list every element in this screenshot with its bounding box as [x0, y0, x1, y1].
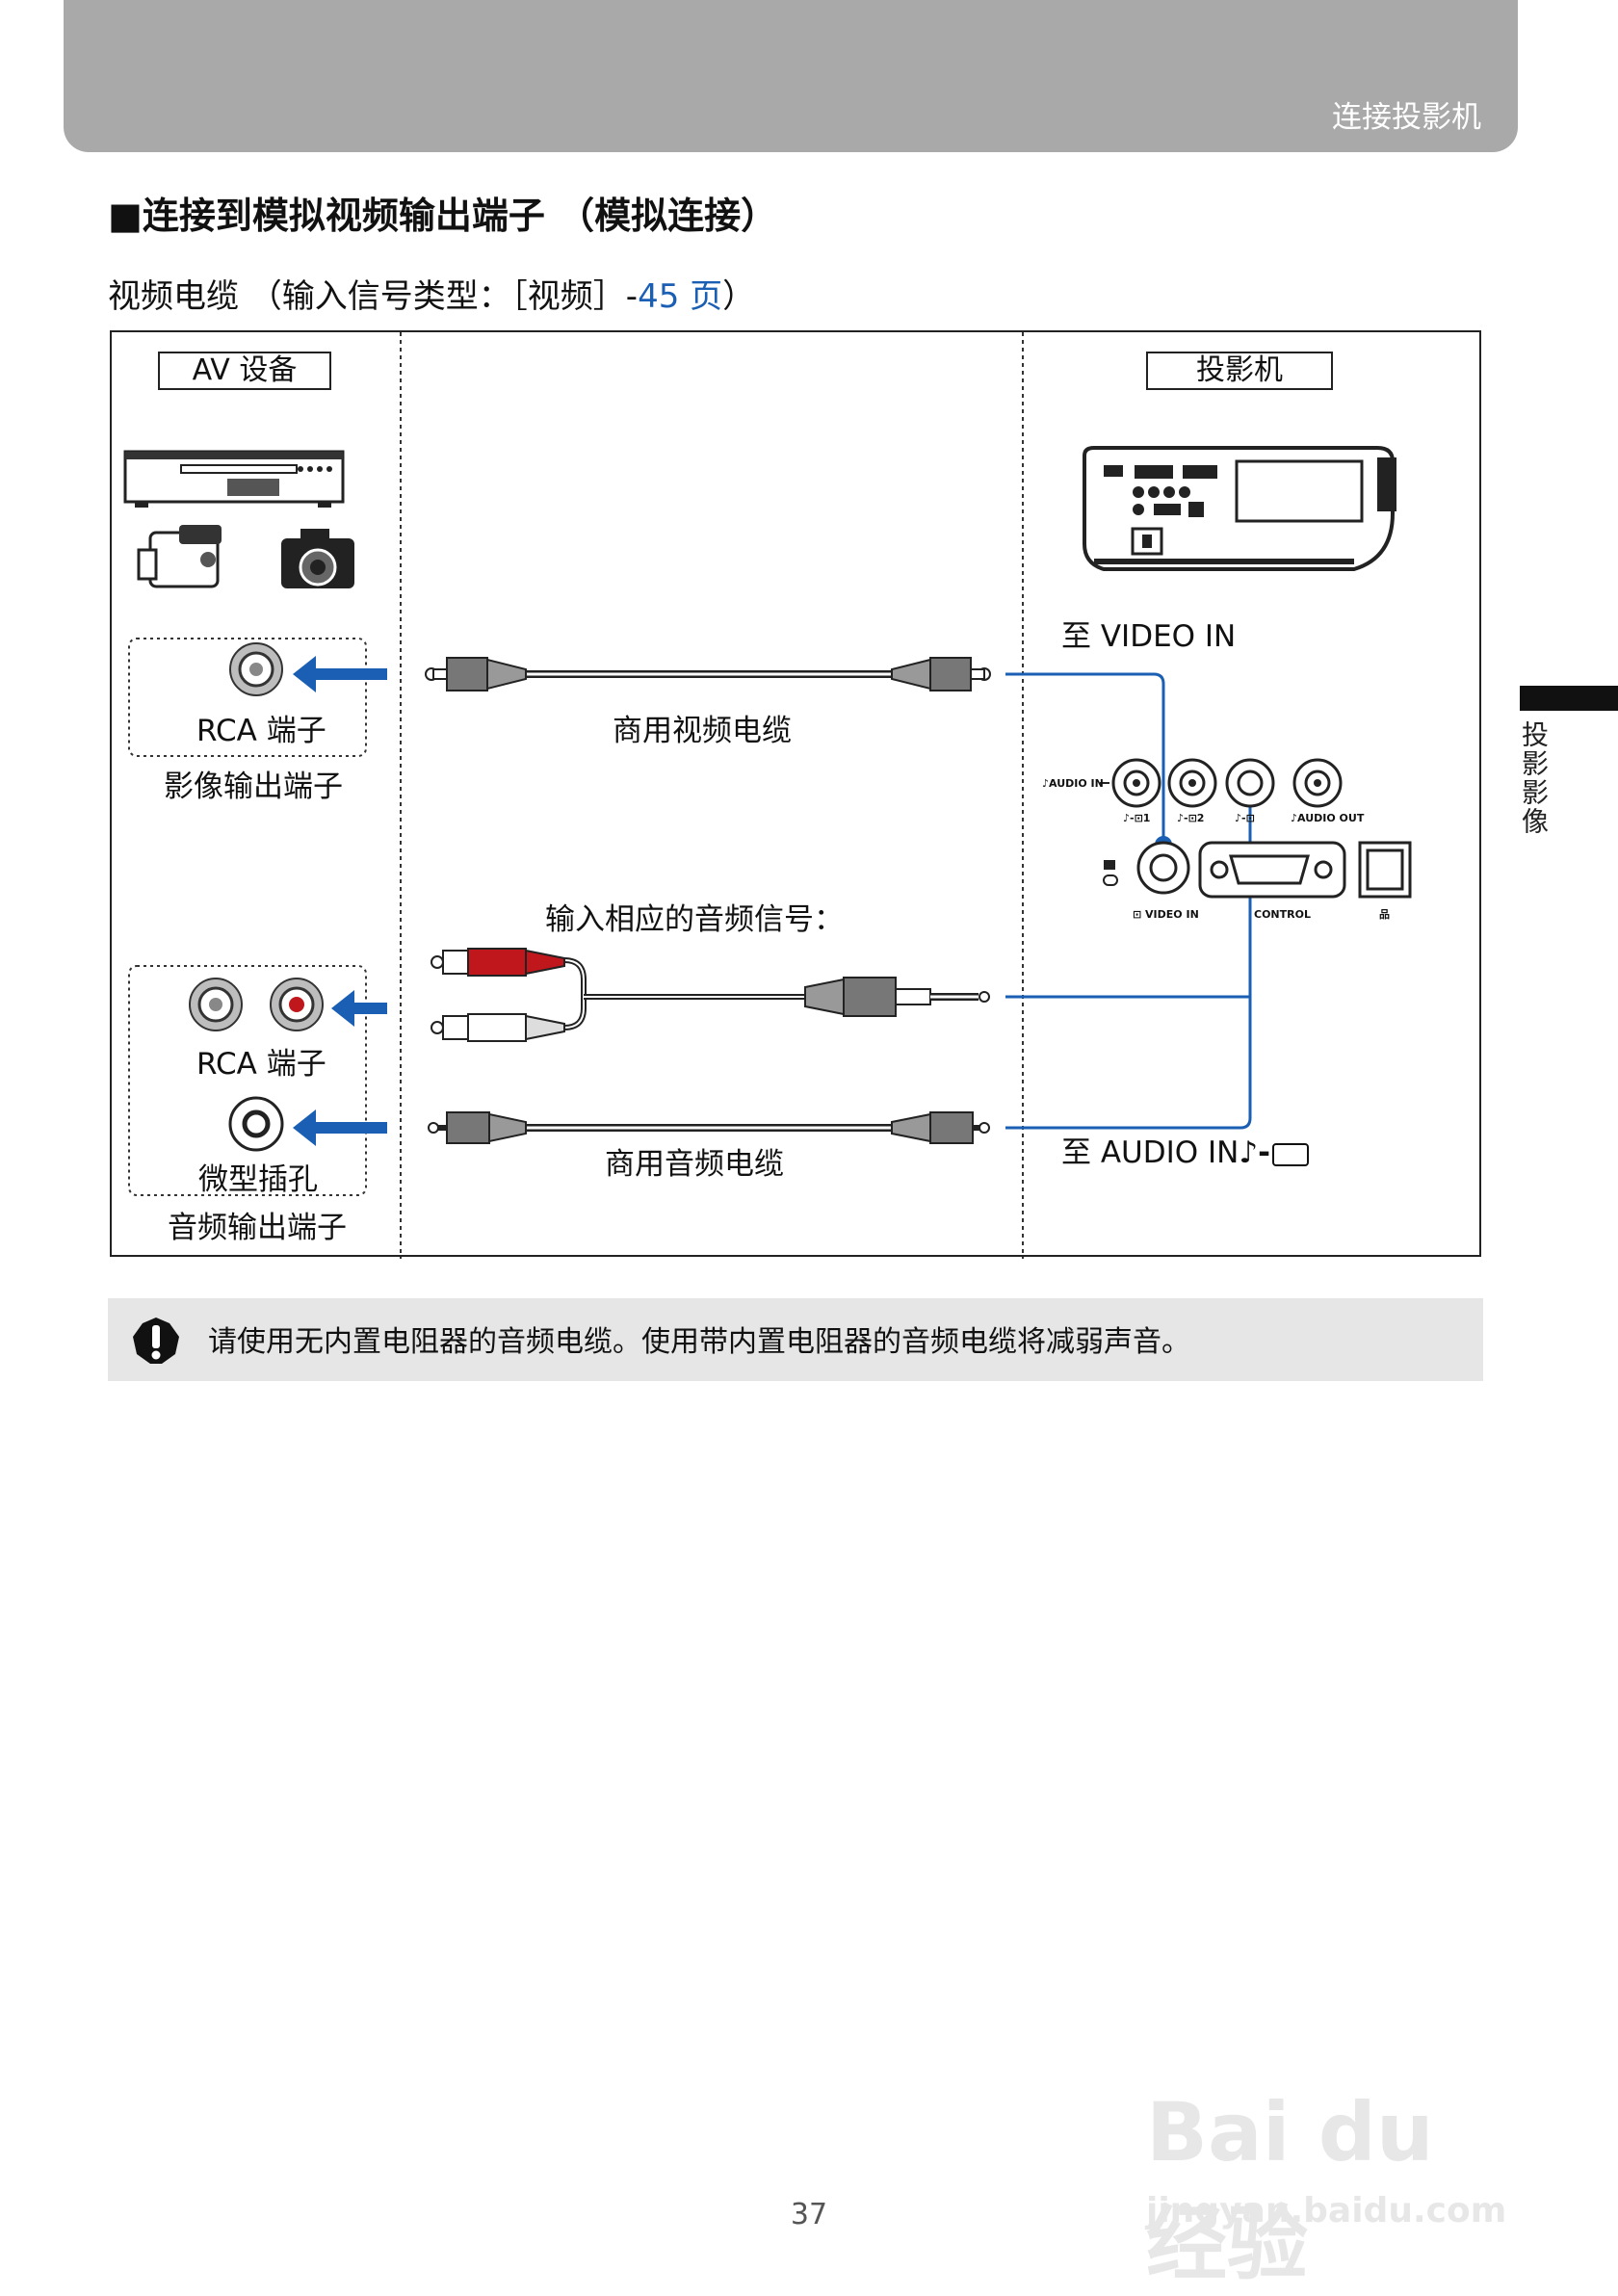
caution-icon: [133, 1318, 179, 1364]
diagram-artwork: [123, 332, 1412, 1259]
panel-lan-label: 品: [1379, 908, 1390, 921]
subtitle-prefix: 视频电缆 （输入信号类型：［视频］-: [108, 277, 639, 316]
video-cable-icon: [425, 657, 991, 691]
video-out-label: 影像输出端子: [164, 770, 343, 804]
video-cable-label: 商用视频电缆: [613, 714, 792, 748]
arrow-left-icon: [293, 656, 387, 1146]
subtitle: 视频电缆 （输入信号类型：［视频］-45 页）: [108, 270, 755, 317]
video-symbol-icon: [1272, 1142, 1310, 1166]
camcorder-icon: [137, 525, 222, 588]
mini-jack-icon: [228, 1096, 284, 1152]
to-video-in-label: 至 VIDEO IN: [1061, 619, 1237, 654]
audio-signal-label: 输入相应的音频信号：: [545, 902, 844, 937]
projector-label: 投影机: [1146, 352, 1333, 390]
audio-out-label: 音频输出端子: [168, 1211, 347, 1245]
connection-diagram: AV 设备 投影机 RCA 端子 影像输出端子 商用视频电缆 至 VIDEO I…: [110, 330, 1481, 1259]
mini-jack-label: 微型插孔: [198, 1162, 318, 1197]
panel-in2-label: ♪-⊡2: [1177, 812, 1205, 824]
audio-cable-icon: [428, 1111, 990, 1144]
rca-video-label: RCA 端子: [196, 714, 326, 748]
panel-control-label: CONTROL: [1254, 908, 1311, 921]
section-title: ■连接到模拟视频输出端子 （模拟连接）: [108, 195, 778, 237]
rca-audio-jack-white-icon: [189, 978, 243, 1031]
watermark-line2: jingyan.baidu.com: [1146, 2191, 1507, 2231]
audio-cable-label: 商用音频电缆: [605, 1147, 784, 1182]
page-link[interactable]: 45 页: [638, 277, 723, 316]
connection-lines: [1005, 672, 1252, 1130]
projector-icon: [1083, 446, 1396, 571]
header-title: 连接投影机: [1332, 100, 1481, 135]
panel-audio-in-label: ♪AUDIO IN: [1042, 777, 1104, 790]
panel-in3-label: ♪-⊡: [1235, 812, 1255, 824]
audio-input-icon: ♪-: [1239, 1135, 1271, 1170]
digital-camera-icon: [281, 529, 354, 588]
side-tab-marker: [1520, 686, 1618, 711]
rca-audio-label: RCA 端子: [196, 1047, 326, 1082]
page-number: 37: [790, 2198, 828, 2231]
rca-video-jack-icon: [229, 642, 283, 696]
panel-in1-label: ♪-⊡1: [1123, 812, 1151, 824]
to-audio-in-label: 至 AUDIO IN♪-: [1061, 1128, 1310, 1171]
side-tab-label: 投影影像: [1518, 720, 1550, 836]
av-device-label: AV 设备: [158, 352, 331, 390]
note-text: 请使用无内置电阻器的音频电缆。使用带内置电阻器的音频电缆将减弱声音。: [208, 1325, 1190, 1359]
caution-note: 请使用无内置电阻器的音频电缆。使用带内置电阻器的音频电缆将减弱声音。: [108, 1298, 1483, 1381]
panel-audio-out-label: ♪AUDIO OUT: [1291, 812, 1365, 824]
to-audio-in-text: 至 AUDIO IN: [1061, 1135, 1240, 1170]
projector-rear-panel: [1100, 758, 1412, 899]
watermark-line1: Bai du 经验: [1146, 2085, 1434, 2291]
baidu-watermark: Bai du 经验 jingyan.baidu.com: [1146, 2047, 1522, 2291]
header-bar: 连接投影机: [64, 0, 1518, 152]
subtitle-suffix: ）: [722, 277, 756, 316]
rca-to-mini-cable-icon: [431, 948, 990, 1042]
panel-video-in-label: ⊡ VIDEO IN: [1133, 908, 1199, 921]
rca-audio-jack-red-icon: [270, 978, 324, 1031]
dvd-player-icon: [123, 450, 345, 508]
